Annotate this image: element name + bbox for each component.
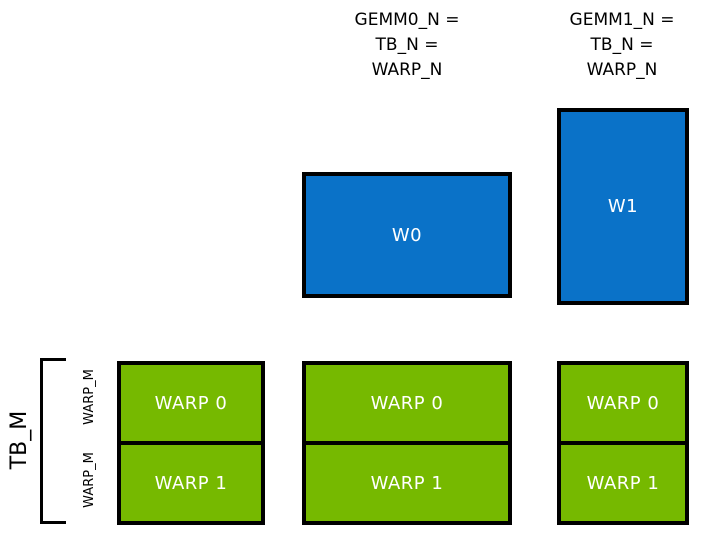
green-cell-warp1-label: WARP 1 — [370, 472, 444, 494]
blue-box-w0-label: W0 — [391, 224, 423, 246]
green-stack-0: WARP 0 WARP 1 — [117, 361, 265, 525]
blue-box-w1: W1 — [557, 108, 689, 305]
tb-m-bracket — [40, 358, 66, 524]
blue-box-w1-label: W1 — [607, 196, 639, 217]
axis-label-warp-m-bottom: WARP_M — [82, 452, 97, 508]
axis-label-tb-m: TB_M — [7, 410, 32, 470]
green-stack-2: WARP 0 WARP 1 — [557, 361, 689, 525]
green-cell-warp1-label: WARP 1 — [586, 472, 660, 494]
column-header-gemm1: GEMM1_N = TB_N = WARP_N — [569, 10, 675, 80]
axis-label-warp-m-top: WARP_M — [82, 369, 97, 425]
green-cell-warp0: WARP 0 — [121, 365, 261, 441]
green-cell-warp0-label: WARP 0 — [586, 392, 660, 414]
column-header-gemm0: GEMM0_N = TB_N = WARP_N — [354, 10, 460, 80]
blue-box-w0: W0 — [302, 172, 512, 298]
green-cell-warp1: WARP 1 — [561, 441, 685, 521]
green-cell-warp0: WARP 0 — [561, 365, 685, 441]
green-cell-warp0-label: WARP 0 — [154, 392, 228, 414]
green-cell-warp0: WARP 0 — [306, 365, 508, 441]
green-cell-warp1-label: WARP 1 — [154, 472, 228, 494]
green-cell-warp1: WARP 1 — [306, 441, 508, 521]
green-cell-warp1: WARP 1 — [121, 441, 261, 521]
green-cell-warp0-label: WARP 0 — [370, 392, 444, 414]
green-stack-1: WARP 0 WARP 1 — [302, 361, 512, 525]
